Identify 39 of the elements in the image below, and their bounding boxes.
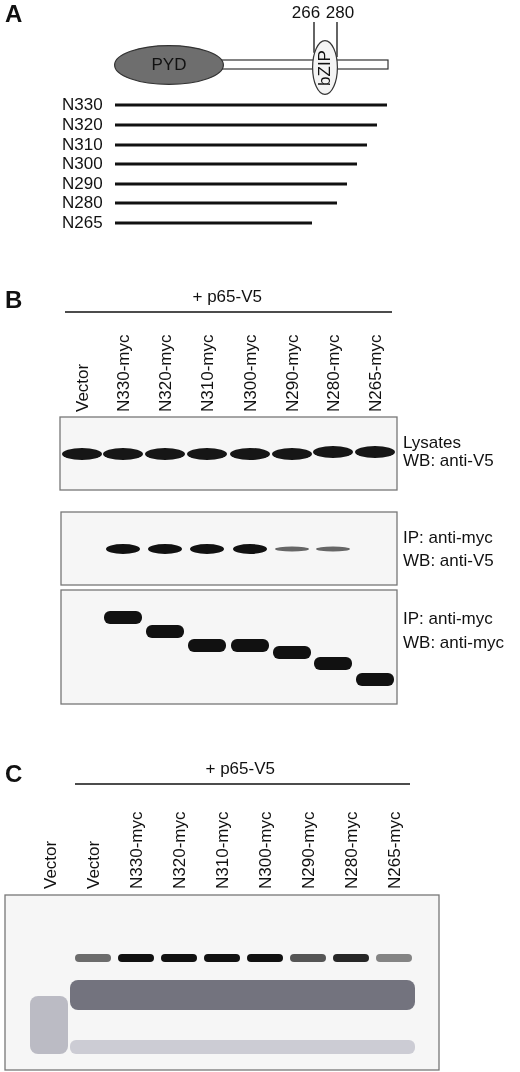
blot-label: Lysates — [403, 434, 461, 451]
blot-label: WB: anti-myc — [403, 634, 505, 651]
lane-label: N265-myc — [366, 334, 384, 412]
construct-name: N265 — [62, 214, 103, 231]
condition-label: + p65-V5 — [192, 288, 262, 305]
panel-letter: A — [5, 2, 23, 26]
lane-label: N290-myc — [299, 811, 317, 889]
blot-label: WB: anti-V5 — [403, 452, 494, 469]
lane-label: N290-myc — [283, 334, 301, 412]
lane-label: N265-myc — [385, 811, 403, 889]
residue-number: 280 — [323, 4, 357, 21]
lane-label: N300-myc — [256, 811, 274, 889]
construct-name: N290 — [62, 175, 103, 192]
lane-label: Vector — [84, 840, 102, 889]
panel-letter: B — [5, 288, 23, 312]
construct-name: N330 — [62, 96, 103, 113]
construct-name: N310 — [62, 136, 103, 153]
construct-name: N280 — [62, 194, 103, 211]
blot-label: IP: anti-myc — [403, 529, 493, 546]
blot-label: IP: anti-myc — [403, 610, 493, 627]
lane-label: N280-myc — [342, 811, 360, 889]
residue-number: 266 — [289, 4, 323, 21]
panel-letter: C — [5, 762, 23, 786]
construct-name: N320 — [62, 116, 103, 133]
lane-label: N280-myc — [324, 334, 342, 412]
lane-label: N330-myc — [114, 334, 132, 412]
domain-ellipse: PYD — [114, 45, 224, 85]
lane-label: Vector — [41, 840, 59, 889]
lane-label: Vector — [73, 363, 91, 412]
lane-label: N330-myc — [127, 811, 145, 889]
lane-label: N310-myc — [213, 811, 231, 889]
construct-name: N300 — [62, 155, 103, 172]
lane-label: N310-myc — [198, 334, 216, 412]
lane-label: N320-myc — [170, 811, 188, 889]
lane-label: N300-myc — [241, 334, 259, 412]
blot-label: WB: anti-V5 — [403, 552, 494, 569]
lane-label: N320-myc — [156, 334, 174, 412]
condition-label: + p65-V5 — [205, 760, 275, 777]
domain-ellipse: bZIP — [312, 40, 338, 95]
